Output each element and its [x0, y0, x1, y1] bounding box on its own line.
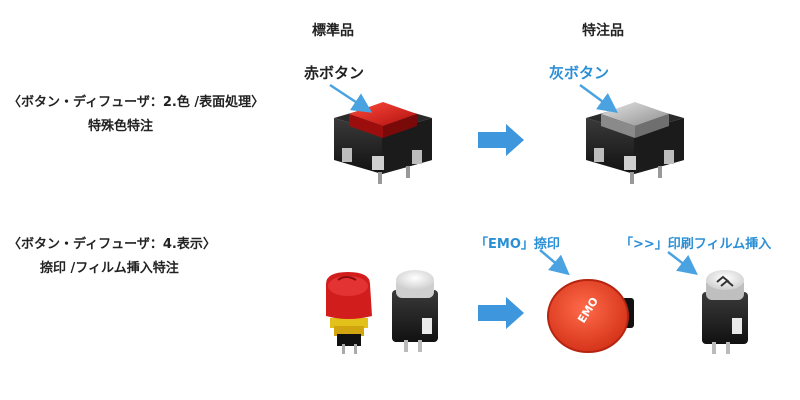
emo-mushroom-button-image: EMO: [547, 279, 634, 353]
row1-label-line2: 特殊色特注: [88, 119, 154, 134]
callout-red-button: 赤ボタン: [304, 64, 365, 82]
callout-line-emo: [539, 249, 570, 276]
callout-gray-button: 灰ボタン: [549, 64, 610, 82]
row1-label-line1: 〈ボタン・ディフューザ：2.色 /表面処理〉: [8, 95, 265, 110]
callout-line-film: [667, 251, 698, 276]
callout-film-insert: 「>>」印刷フィルム挿入: [620, 237, 772, 252]
arrow-right-row2: [478, 297, 524, 329]
header-standard: 標準品: [312, 23, 354, 39]
film-insert-button-image: [702, 270, 748, 354]
callout-line-red: [329, 83, 373, 113]
callout-line-gray: [579, 83, 619, 113]
red-mushroom-button-image: [326, 272, 372, 354]
callout-emo-print: 「EMO」捺印: [475, 237, 560, 252]
red-square-button-image: [334, 102, 432, 184]
gray-square-button-image: [586, 102, 684, 184]
row2-label-line2: 捺印 /フィルム挿入特注: [40, 261, 179, 276]
header-custom: 特注品: [582, 23, 624, 39]
row2-label-line1: 〈ボタン・ディフューザ：4.表示〉: [8, 237, 216, 252]
white-round-button-image: [392, 270, 438, 352]
arrow-right-row1: [478, 124, 524, 156]
